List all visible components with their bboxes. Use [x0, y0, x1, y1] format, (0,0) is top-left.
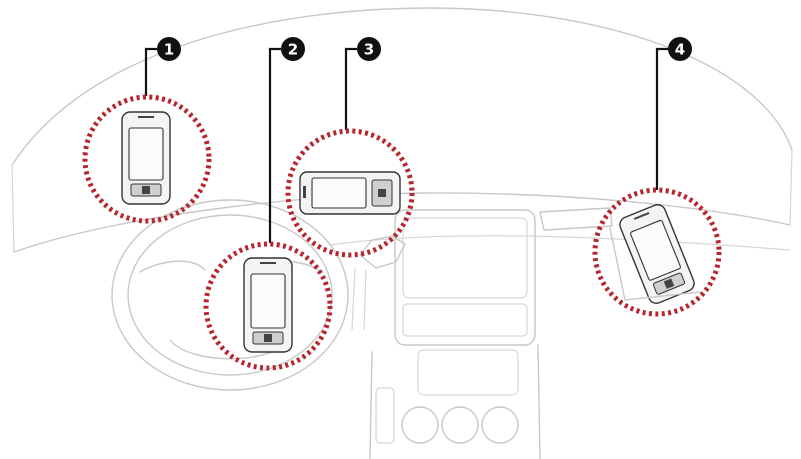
mount-ring-4	[592, 187, 722, 317]
leader-line-4	[655, 47, 668, 190]
mount-ring-3	[285, 128, 415, 258]
center-console	[369, 209, 541, 459]
callout-2: 2	[203, 37, 333, 371]
callout-label-4: 4	[675, 41, 685, 59]
callout-1: 1	[82, 37, 212, 224]
dashboard-left-edge	[11, 164, 15, 253]
callout-3: 3	[285, 37, 415, 258]
steering-column	[359, 235, 406, 269]
mount-ring-2	[203, 241, 333, 371]
device-icon-4	[619, 204, 695, 304]
callout-label-2: 2	[288, 41, 298, 59]
callout-badge-1: 1	[157, 37, 181, 61]
dashboard-lower	[329, 235, 791, 251]
callout-label-3: 3	[364, 41, 374, 59]
callout-badge-2: 2	[281, 37, 305, 61]
windshield-arc	[11, 7, 793, 166]
dashboard-right-edge	[789, 149, 793, 226]
leader-line-3	[344, 47, 357, 130]
dashboard-top	[13, 192, 791, 253]
device-icon-2	[243, 257, 293, 353]
right-vent-strip	[539, 207, 613, 231]
steering-wheel	[111, 199, 349, 391]
callout-4: 4	[592, 37, 722, 317]
car-interior-outline	[11, 7, 793, 459]
leader-line-1	[144, 47, 157, 96]
device-icon-1	[121, 111, 171, 205]
leader-line-2	[268, 47, 281, 243]
mount-ring-1	[82, 94, 212, 224]
callout-badge-3: 3	[357, 37, 381, 61]
callout-label-1: 1	[164, 41, 174, 59]
callout-badge-4: 4	[668, 37, 692, 61]
device-icon-3	[299, 171, 401, 215]
